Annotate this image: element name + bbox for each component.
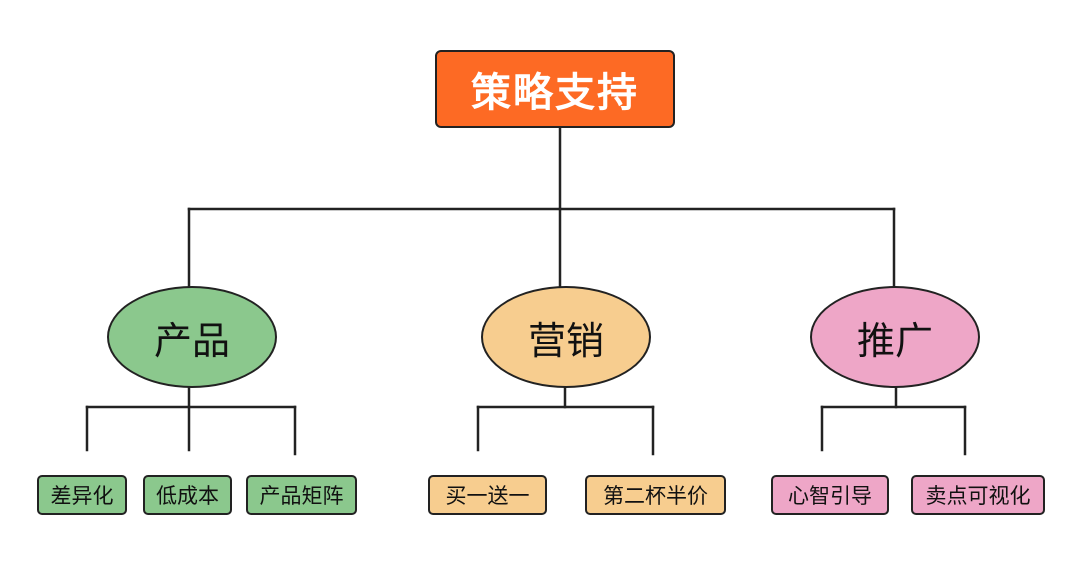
leaf-node-promotion-2: 卖点可视化 (911, 475, 1045, 515)
leaf-node-product-3: 产品矩阵 (246, 475, 357, 515)
leaf-node-promotion-1: 心智引导 (771, 475, 889, 515)
root-node: 策略支持 (435, 50, 675, 128)
branch-node-marketing: 营销 (481, 286, 651, 388)
leaf-node-product-2: 低成本 (143, 475, 232, 515)
branch-node-product: 产品 (107, 286, 277, 388)
leaf-node-marketing-2: 第二杯半价 (585, 475, 726, 515)
branch-node-promotion: 推广 (810, 286, 980, 388)
leaf-node-product-1: 差异化 (37, 475, 127, 515)
leaf-node-marketing-1: 买一送一 (428, 475, 547, 515)
